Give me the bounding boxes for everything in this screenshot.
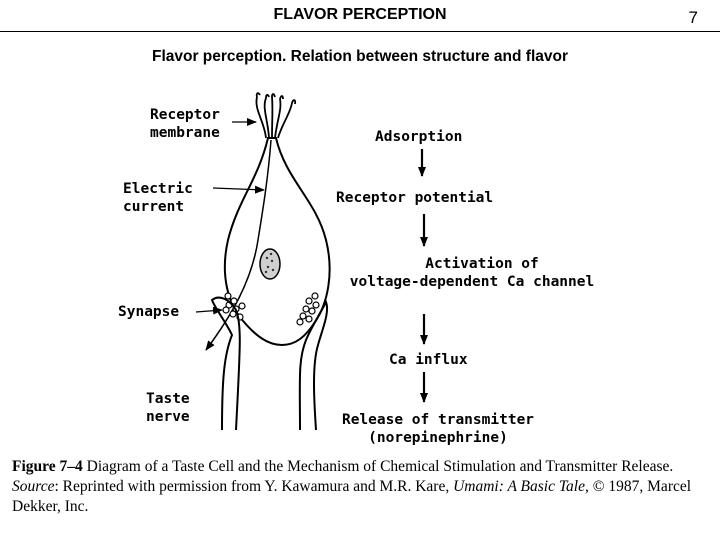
figure-caption: Figure 7–4 Diagram of a Taste Cell and t…: [12, 457, 712, 517]
label-synapse: Synapse: [118, 303, 179, 321]
step-line: Activation of: [331, 255, 613, 273]
caption-label: Figure 7–4: [12, 458, 83, 475]
caption-source-label: Source: [12, 478, 54, 495]
step-line: Release of transmitter: [322, 411, 554, 429]
step-receptor-potential: Receptor potential: [336, 189, 493, 207]
label-line: membrane: [150, 124, 220, 142]
step-line: voltage-dependent Ca channel: [331, 273, 613, 291]
step-release-transmitter: Release of transmitter (norepinephrine): [322, 411, 554, 447]
caption-text: Diagram of a Taste Cell and the Mechanis…: [83, 458, 674, 475]
label-pointers: [196, 122, 264, 312]
microvilli: [256, 93, 295, 138]
synaptic-vesicles: [223, 293, 319, 325]
caption-source-text: : Reprinted with permission from Y. Kawa…: [54, 478, 453, 495]
label-electric-current: Electric current: [123, 180, 193, 216]
label-line: Receptor: [150, 106, 220, 124]
label-taste-nerve: Taste nerve: [146, 390, 190, 426]
step-adsorption: Adsorption: [375, 128, 462, 146]
label-line: current: [123, 198, 193, 216]
label-line: Electric: [123, 180, 193, 198]
step-line: (norepinephrine): [322, 429, 554, 447]
label-receptor-membrane: Receptor membrane: [150, 106, 220, 142]
step-ca-influx: Ca influx: [389, 351, 468, 369]
caption-book-title: Umami: A Basic Tale: [453, 478, 585, 495]
label-line: Taste: [146, 390, 190, 408]
label-line: nerve: [146, 408, 190, 426]
step-activation-ca-channel: Activation of voltage-dependent Ca chann…: [331, 255, 613, 291]
taste-cell-diagram: [0, 0, 720, 455]
